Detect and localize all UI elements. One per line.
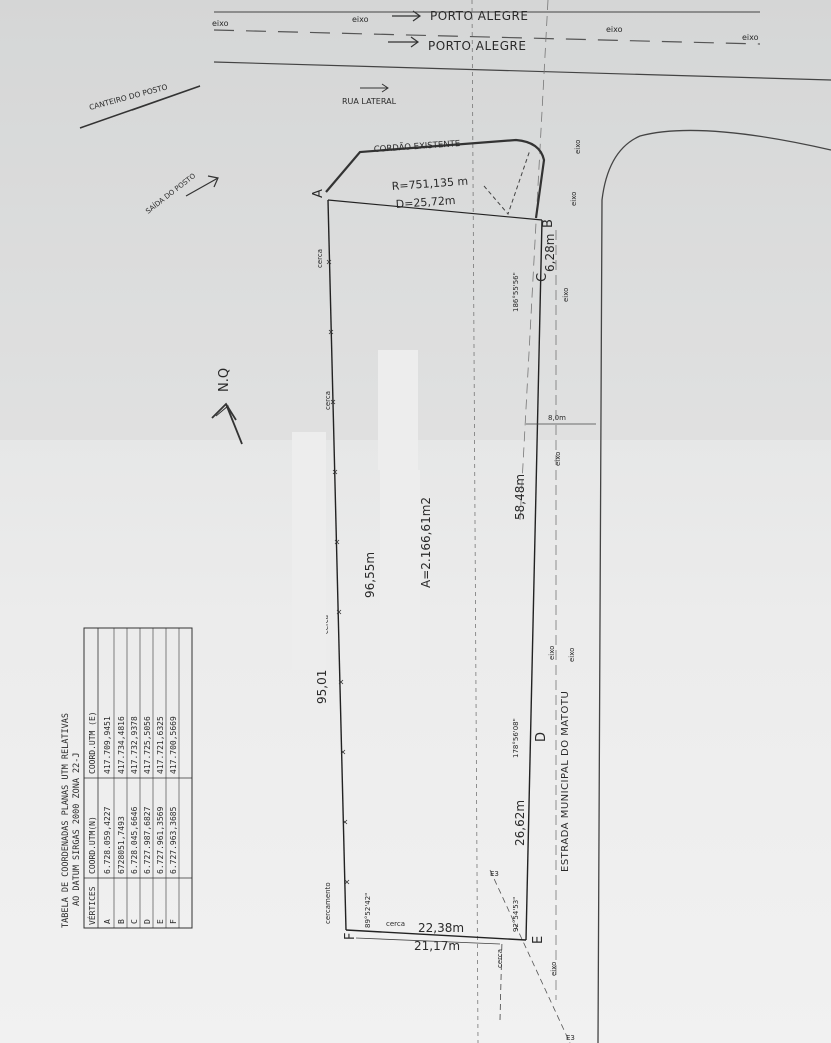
dimension-label: 22,38m — [418, 921, 464, 935]
coordinate-table: TABELA DE COORDENADAS PLANAS UTM RELATIV… — [61, 627, 193, 929]
angle-label: 92°54'53" — [512, 897, 520, 932]
north-label: N.Q — [217, 368, 232, 392]
table-cell: 6.728.045,6646 — [130, 806, 139, 874]
table-cell: 417.725,5056 — [143, 716, 152, 774]
table-subtitle: AO DATUM SIRGAS 2000 ZONA 22-J — [72, 752, 82, 906]
fence-label: cerca — [386, 920, 405, 928]
fence-label: cercamento — [324, 882, 332, 924]
table-header: COORD.UTM(N) — [88, 816, 97, 874]
table-cell: 417.721,6325 — [156, 716, 165, 774]
arrow-right-icon — [388, 36, 420, 48]
dimension-label: 96,55m — [363, 552, 377, 598]
fence-label: cerca — [324, 391, 332, 410]
eixo-label: eixo — [352, 15, 369, 24]
curve-radius-lines — [483, 149, 531, 215]
vertex-label-b: B — [541, 219, 556, 228]
vertex-label-f: F — [343, 933, 358, 940]
table-cell: A — [103, 919, 112, 924]
arrow-icon — [185, 175, 219, 197]
estrada-label: ESTRADA MUNICIPAL DO MATOTU — [560, 691, 571, 872]
table-cell: 417.734,4816 — [117, 716, 126, 774]
eixo-label: eixo — [548, 646, 556, 660]
road-edge-right — [597, 129, 831, 1043]
dimension-label: 58,48m — [513, 474, 527, 520]
rua-lateral-label: RUA LATERAL — [342, 97, 397, 106]
table-header: VÉRTICES — [86, 886, 97, 925]
eixo-label: eixo — [568, 648, 576, 662]
table-cell: D — [143, 919, 152, 924]
redacted-block — [292, 432, 326, 670]
table-cell: 6.728.059,4227 — [103, 806, 112, 874]
table-cell: B — [117, 919, 126, 924]
vertex-label-a: A — [311, 189, 326, 198]
table-cell: 417.732,9378 — [130, 716, 139, 774]
eixo-label: eixo — [606, 25, 623, 34]
lot-boundary — [327, 199, 543, 941]
table-cell: 6.727.987,6827 — [143, 806, 152, 874]
angle-label: 186°55'56" — [512, 272, 520, 312]
fence-extension — [499, 939, 503, 1021]
eixo-label: eixo — [562, 288, 570, 302]
table-cell: 6728051,7493 — [117, 816, 126, 874]
angle-label: 89°52'42" — [364, 893, 372, 928]
dimension-label: 8,0m — [548, 414, 566, 422]
table-cell: F — [169, 919, 178, 924]
direction-label: PORTO ALEGRE — [430, 9, 528, 23]
table-cell: C — [130, 919, 139, 924]
eixo-label: eixo — [742, 33, 759, 42]
eixo-label: eixo — [550, 962, 558, 976]
vertex-label-c: C — [535, 273, 550, 282]
arrow-right-icon — [360, 83, 389, 93]
vertex-label-e: E — [531, 936, 546, 944]
eixo-label: eixo — [554, 452, 562, 466]
table-cell: E — [156, 919, 165, 924]
redacted-block — [378, 350, 418, 470]
table-cell: 417.709,9451 — [103, 716, 112, 774]
vertex-label-d: D — [534, 732, 549, 742]
road-edge-bottom — [213, 61, 831, 81]
fence-marks — [326, 259, 350, 885]
eixo-label: eixo — [212, 19, 229, 28]
north-arrow-icon — [211, 402, 243, 445]
eixo-label: eixo — [574, 140, 582, 154]
dimension-line — [355, 937, 501, 945]
curve-length-label: D=25,72m — [395, 194, 456, 211]
dimension-label: 21,17m — [414, 939, 460, 953]
table-header: COORD.UTM (E) — [88, 711, 97, 774]
canteiro-outline — [79, 85, 201, 129]
direction-label: PORTO ALEGRE — [428, 39, 526, 53]
cordao-outline — [325, 138, 546, 219]
eixo-label: eixo — [570, 192, 578, 206]
reference-line — [489, 869, 571, 1043]
dimension-label: 6,28m — [543, 234, 557, 272]
reference-line — [519, 0, 549, 521]
marker-label: E3 — [566, 1034, 575, 1042]
fence-label: cerca — [496, 949, 504, 968]
fence-label: cerca — [316, 249, 324, 268]
curve-radius-label: R=751,135 m — [391, 175, 468, 193]
table-title: TABELA DE COORDENADAS PLANAS UTM RELATIV… — [61, 713, 71, 928]
dimension-label: 26,62m — [513, 800, 527, 846]
angle-label: 178°56'08" — [512, 718, 520, 758]
redacted-block — [380, 470, 420, 670]
arrow-right-icon — [392, 10, 422, 22]
table-cell: 417.700,5669 — [169, 716, 178, 774]
area-label: A=2.166,61m2 — [419, 497, 433, 588]
table-cell: 6.727.963,3685 — [169, 806, 178, 874]
table-cell: 6.727.961,3569 — [156, 806, 165, 874]
reference-line — [471, 0, 479, 1043]
marker-label: E3 — [490, 870, 499, 878]
road-axis-line — [213, 29, 761, 45]
